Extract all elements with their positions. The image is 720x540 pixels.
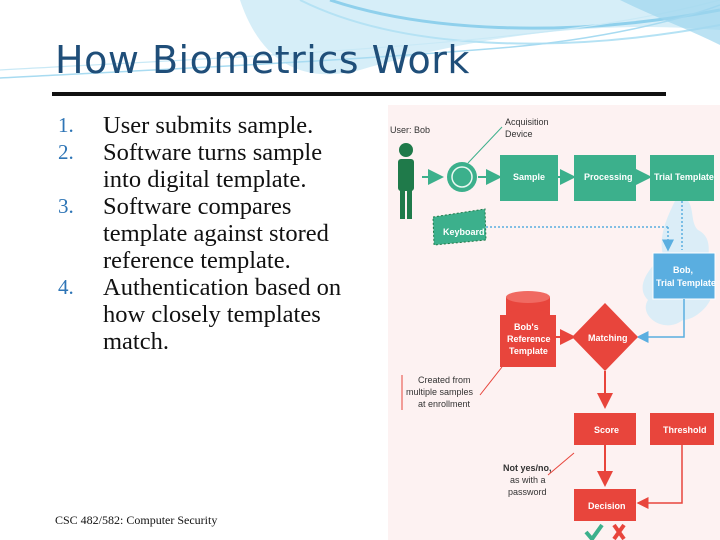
list-text: Software compares template against store… bbox=[103, 193, 329, 274]
created-from-3: at enrollment bbox=[418, 399, 471, 409]
bobs-trial-label-1: Bob, bbox=[673, 265, 693, 275]
biometrics-diagram: User: Bob Acquisition Device Keyboard bbox=[388, 105, 720, 540]
list-number: 4. bbox=[58, 275, 74, 299]
fingerprint-reader-icon bbox=[447, 162, 477, 192]
list-number: 3. bbox=[58, 194, 74, 218]
bobs-reference-template-box bbox=[500, 315, 556, 367]
check-mark-icon bbox=[584, 523, 604, 540]
list-text: User submits sample. bbox=[103, 112, 314, 139]
decorative-swoosh bbox=[0, 0, 720, 79]
not-yes-no-1: Not yes/no, bbox=[503, 463, 552, 473]
acquisition-label-1: Acquisition bbox=[505, 117, 549, 127]
keyboard-box bbox=[432, 208, 487, 246]
bobs-trial-label-2: Trial Template bbox=[656, 278, 716, 288]
list-text: Authentication based on how closely temp… bbox=[103, 274, 342, 355]
list-item: 4. Authentication based on how closely t… bbox=[58, 274, 358, 355]
user-label: User: Bob bbox=[390, 125, 430, 135]
slide-title: How Biometrics Work bbox=[55, 38, 470, 82]
matching-label: Matching bbox=[588, 333, 628, 343]
trial-template-box bbox=[650, 155, 714, 201]
trial-template-label: Trial Template bbox=[654, 172, 714, 182]
keyboard-label: Keyboard bbox=[443, 227, 485, 237]
created-from-1: Created from bbox=[418, 375, 471, 385]
not-yes-no-2: as with a bbox=[510, 475, 546, 485]
threshold-box bbox=[650, 413, 714, 445]
steps-list: 1. User submits sample. 2. Software turn… bbox=[58, 112, 358, 355]
list-item: 3. Software compares template against st… bbox=[58, 193, 358, 274]
sample-box bbox=[500, 155, 558, 201]
bobs-ref-label-1: Bob's bbox=[514, 322, 539, 332]
list-text: Software turns sample into digital templ… bbox=[103, 139, 323, 193]
processing-box bbox=[574, 155, 636, 201]
score-label: Score bbox=[594, 425, 619, 435]
matching-diamond bbox=[572, 303, 638, 371]
list-item: 2. Software turns sample into digital te… bbox=[58, 139, 358, 193]
user-figure-icon bbox=[398, 143, 414, 219]
title-underline bbox=[52, 92, 666, 96]
sample-label: Sample bbox=[513, 172, 545, 182]
decision-label: Decision bbox=[588, 501, 626, 511]
bobs-trial-template-box bbox=[652, 252, 716, 300]
score-box bbox=[574, 413, 636, 445]
created-from-2: multiple samples bbox=[406, 387, 474, 397]
list-number: 1. bbox=[58, 113, 74, 137]
processing-label: Processing bbox=[584, 172, 633, 182]
footer-text: CSC 482/582: Computer Security bbox=[55, 513, 218, 527]
x-mark-icon bbox=[612, 523, 626, 540]
list-number: 2. bbox=[58, 140, 74, 164]
threshold-label: Threshold bbox=[663, 425, 707, 435]
diagram-svg: User: Bob Acquisition Device Keyboard bbox=[390, 117, 716, 540]
decision-box bbox=[574, 489, 636, 521]
acquisition-label-2: Device bbox=[505, 129, 533, 139]
bobs-ref-label-2: Reference bbox=[507, 334, 551, 344]
bobs-ref-label-3: Template bbox=[509, 346, 548, 356]
not-yes-no-3: password bbox=[508, 487, 547, 497]
list-item: 1. User submits sample. bbox=[58, 112, 358, 139]
